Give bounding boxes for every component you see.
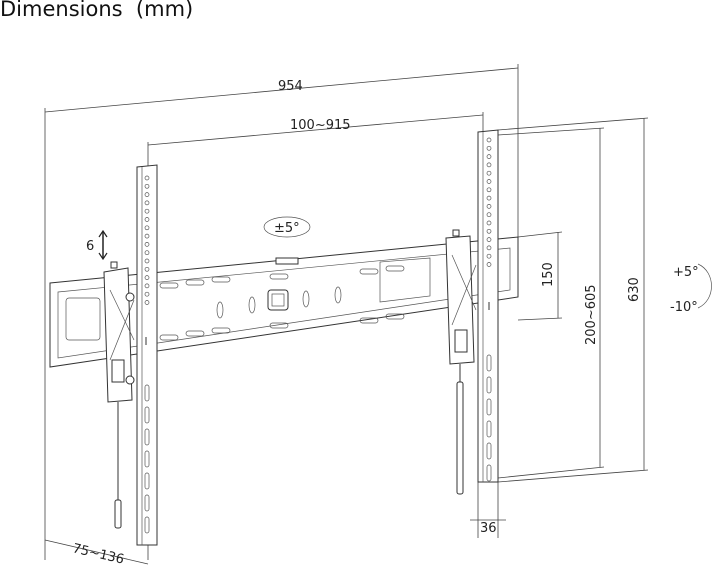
rail-hole <box>144 283 150 289</box>
tilt-up-label: +5° <box>673 265 699 280</box>
rail-hole <box>144 225 150 231</box>
rail-slot <box>144 406 150 424</box>
vesa-width-label: 100~915 <box>290 118 351 133</box>
right-vertical-rail <box>477 129 499 483</box>
rail-hole <box>144 192 150 197</box>
wall-distance-label: 75~136 <box>71 541 125 567</box>
rail-slot <box>486 420 492 438</box>
dimension-lines <box>44 64 649 565</box>
rail-slot <box>486 376 492 394</box>
left-tilt-bracket <box>103 261 135 529</box>
page-title: Dimensions (mm) <box>0 0 194 21</box>
rail-width-label: 36 <box>480 521 497 536</box>
rail-hole <box>144 183 150 189</box>
left-vertical-rail <box>136 164 158 546</box>
overall-width-label: 954 <box>278 79 303 94</box>
wall-plate <box>49 236 519 368</box>
rail-hole <box>144 300 150 305</box>
rail-hole <box>486 212 492 218</box>
rail-hole <box>486 187 492 193</box>
plate-height-label: 150 <box>541 262 556 287</box>
rail-slot <box>144 450 150 468</box>
vertical-adjust-label: 6 <box>86 239 94 254</box>
rail-hole <box>486 195 492 201</box>
rail-hole <box>144 175 150 181</box>
overall-height-label: 630 <box>627 277 642 302</box>
rail-hole <box>486 245 492 251</box>
rail-hole <box>144 266 150 272</box>
rail-hole <box>486 137 492 143</box>
rail-hole <box>144 258 150 264</box>
rail-hole <box>144 242 150 247</box>
rail-hole <box>486 237 492 242</box>
rail-hole <box>144 275 150 280</box>
rail-hole <box>486 253 492 259</box>
rotation-ellipse <box>263 216 311 238</box>
rail-slot <box>144 472 150 490</box>
rail-hole <box>486 170 492 176</box>
rail-slot <box>144 494 150 512</box>
rotation-label: ±5° <box>274 221 300 236</box>
rail-slot <box>144 516 150 534</box>
rail-hole <box>144 217 150 222</box>
rail-slot <box>486 464 492 482</box>
rail-hole <box>144 291 150 297</box>
rail-hole <box>486 145 492 151</box>
rail-slot <box>486 442 492 460</box>
vesa-height-label: 200~605 <box>584 284 599 345</box>
rail-slot <box>144 384 150 402</box>
rail-hole <box>144 250 150 256</box>
rail-hole <box>486 154 492 159</box>
rail-hole <box>486 204 492 209</box>
rail-hole <box>144 208 150 214</box>
tilt-down-label: -10° <box>670 300 698 315</box>
rail-hole <box>486 179 492 184</box>
right-tilt-bracket <box>445 229 477 495</box>
rail-hole <box>486 162 492 168</box>
rail-slot <box>486 398 492 416</box>
rail-slot <box>144 428 150 446</box>
rail-hole <box>144 200 150 206</box>
rail-hole <box>486 228 492 234</box>
rail-hole <box>486 220 492 226</box>
rail-slot <box>486 354 492 372</box>
rail-hole <box>144 233 150 239</box>
tilt-arrow-icon <box>697 263 712 309</box>
rail-hole <box>486 262 492 267</box>
